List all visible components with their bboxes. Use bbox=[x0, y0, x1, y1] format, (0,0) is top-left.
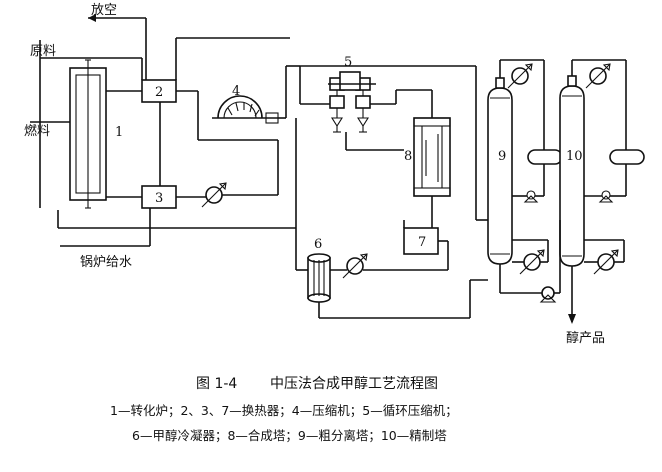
label-3: 3 bbox=[155, 191, 163, 206]
piping bbox=[30, 14, 627, 324]
legend-line-1: 1—转化炉；2、3、7—换热器；4—压缩机；5—循环压缩机； bbox=[110, 403, 458, 418]
label-10: 10 bbox=[566, 149, 583, 164]
label-7: 7 bbox=[418, 235, 426, 250]
condenser-symbol-10 bbox=[585, 63, 611, 89]
figure-title: 中压法合成甲醇工艺流程图 bbox=[270, 375, 438, 392]
label-boiler-water: 锅炉给水 bbox=[80, 254, 132, 270]
label-vent: 放空 bbox=[91, 3, 117, 18]
reformer-1 bbox=[69, 59, 107, 209]
refining-tower-10 bbox=[559, 75, 645, 267]
methanol-condenser-6 bbox=[307, 253, 331, 303]
circulation-compressor-5 bbox=[328, 71, 376, 133]
label-2: 2 bbox=[155, 85, 163, 100]
label-4: 4 bbox=[232, 84, 240, 99]
legend-line-2: 6—甲醇冷凝器；8—合成塔；9—粗分离塔；10—精制塔 bbox=[132, 428, 447, 443]
label-6: 6 bbox=[314, 237, 322, 252]
label-1: 1 bbox=[115, 125, 123, 140]
transfer-pump bbox=[539, 286, 557, 303]
label-feed: 原料 bbox=[30, 44, 56, 59]
crude-separation-tower-9 bbox=[487, 77, 563, 265]
label-fuel: 燃料 bbox=[24, 123, 50, 139]
label-5: 5 bbox=[344, 55, 352, 70]
cooler-symbol-6 bbox=[342, 253, 368, 279]
synthesis-tower-8 bbox=[413, 117, 451, 197]
label-product: 醇产品 bbox=[566, 330, 605, 346]
figure-number: 图 1-4 bbox=[196, 376, 237, 392]
label-8: 8 bbox=[404, 149, 412, 164]
label-9: 9 bbox=[498, 149, 506, 164]
compressor-4 bbox=[212, 95, 279, 124]
condenser-symbol-9 bbox=[507, 63, 533, 89]
